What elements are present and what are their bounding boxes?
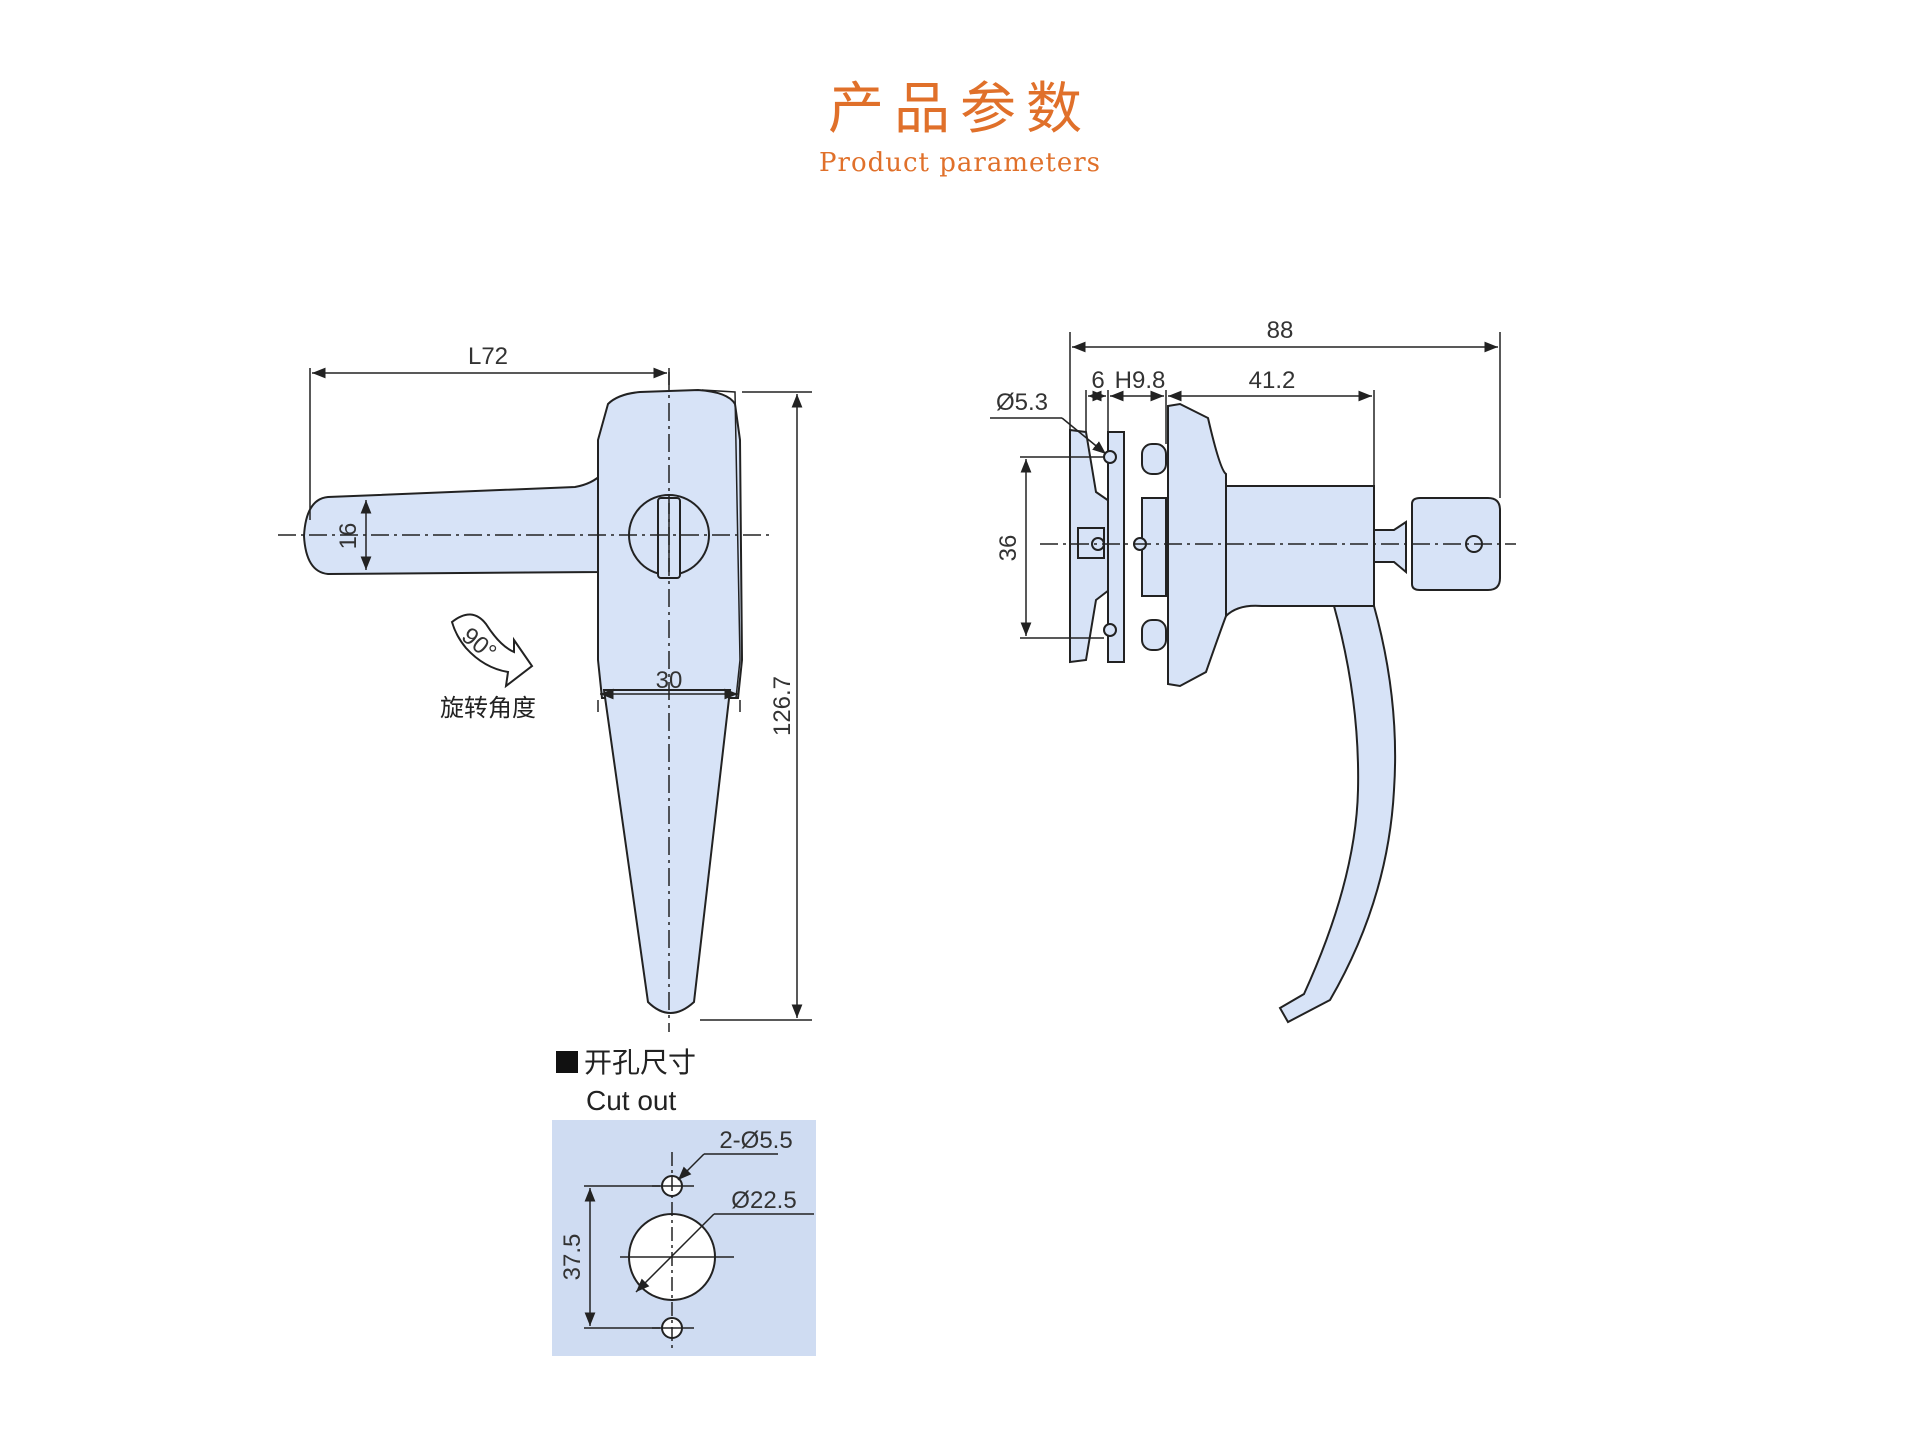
rotation-arrow-icon <box>450 613 534 689</box>
cutout-bullet-icon <box>556 1051 578 1073</box>
side-handle <box>1278 605 1397 1024</box>
dim-side-height: 36 <box>995 535 1022 562</box>
front-handle-grip <box>602 689 732 1014</box>
side-plate <box>1107 431 1125 663</box>
dim-c: 41.2 <box>1249 367 1296 394</box>
page-title: 产品参数 <box>828 77 1092 142</box>
dim-length: L72 <box>468 343 508 370</box>
dim-grip: 16 <box>335 523 362 550</box>
dim-height: 126.7 <box>769 676 796 736</box>
dim-body-width: 30 <box>656 667 683 694</box>
page-subtitle: Product parameters <box>819 148 1101 178</box>
dim-hole: Ø5.3 <box>996 389 1048 416</box>
cutout-section: 开孔尺寸 Cut out 2-Ø5.5 Ø22.5 37.5 <box>552 1047 816 1356</box>
side-key-shank <box>1373 520 1407 575</box>
dim-cutout-holes: 2-Ø5.5 <box>719 1127 792 1154</box>
front-handle-lever <box>302 471 612 576</box>
dim-a: 6 <box>1091 367 1104 394</box>
front-view: L72 16 30 126.7 90° 旋转角度 <box>278 343 812 1032</box>
dim-total: 88 <box>1267 317 1294 344</box>
dim-cutout-main: Ø22.5 <box>731 1187 796 1214</box>
cutout-title-cn: 开孔尺寸 <box>584 1047 696 1078</box>
cutout-title-en: Cut out <box>586 1085 676 1116</box>
rotation-label: 旋转角度 <box>440 695 536 722</box>
front-body-plate <box>701 389 741 699</box>
side-view: 88 6 H9.8 41.2 Ø5.3 36 <box>990 317 1516 1024</box>
dim-b: H9.8 <box>1115 367 1166 394</box>
side-hub <box>1225 485 1375 619</box>
dim-cutout-spacing: 37.5 <box>559 1234 586 1281</box>
side-flange <box>1167 402 1227 688</box>
